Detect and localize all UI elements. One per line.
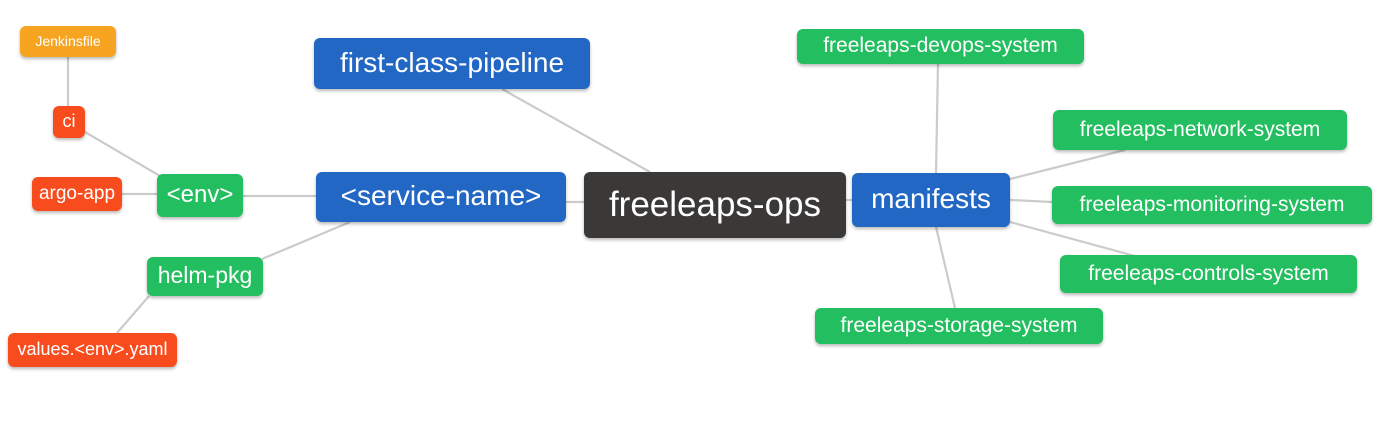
edge-devops-system--manifests [934, 63, 940, 174]
node-label: <env> [166, 180, 234, 208]
node-label: freeleaps-devops-system [823, 34, 1058, 57]
node-service-name[interactable]: <service-name> [316, 172, 566, 222]
edge-first-class-pipeline--freeleaps-ops [501, 88, 651, 173]
node-label: freeleaps-monitoring-system [1079, 192, 1345, 216]
edge-manifests--controls-system [1009, 220, 1136, 258]
node-label: freeleaps-controls-system [1088, 261, 1329, 285]
node-label: first-class-pipeline [339, 46, 565, 78]
node-jenkinsfile[interactable]: Jenkinsfile [20, 26, 116, 57]
node-label: manifests [871, 183, 991, 214]
node-label: freeleaps-ops [608, 184, 822, 224]
node-label: Jenkinsfile [35, 32, 101, 49]
node-network-system[interactable]: freeleaps-network-system [1053, 110, 1347, 150]
node-env[interactable]: <env> [157, 174, 243, 217]
node-storage-system[interactable]: freeleaps-storage-system [815, 308, 1103, 344]
edge-values-env-yaml--helm-pkg [116, 295, 150, 334]
edge-ci--env [84, 131, 161, 177]
edge-manifests--storage-system [934, 226, 957, 309]
node-devops-system[interactable]: freeleaps-devops-system [797, 29, 1084, 64]
edge-manifests--network-system [1009, 148, 1126, 181]
node-label: values.<env>.yaml [17, 339, 168, 359]
node-label: helm-pkg [157, 262, 253, 288]
node-freeleaps-ops[interactable]: freeleaps-ops [584, 172, 846, 238]
edge-manifests--monitoring-system [1009, 198, 1053, 204]
node-argo-app[interactable]: argo-app [32, 177, 122, 211]
node-first-class-pipeline[interactable]: first-class-pipeline [314, 38, 590, 89]
node-helm-pkg[interactable]: helm-pkg [147, 257, 263, 296]
node-label: ci [62, 111, 76, 131]
node-monitoring-system[interactable]: freeleaps-monitoring-system [1052, 186, 1372, 224]
node-ci[interactable]: ci [53, 106, 85, 138]
node-label: freeleaps-storage-system [840, 313, 1078, 337]
node-label: freeleaps-network-system [1079, 117, 1321, 141]
edge-helm-pkg--service-name [261, 220, 351, 261]
node-controls-system[interactable]: freeleaps-controls-system [1060, 255, 1357, 293]
node-manifests[interactable]: manifests [852, 173, 1010, 227]
node-values-env-yaml[interactable]: values.<env>.yaml [8, 333, 177, 367]
node-label: argo-app [38, 182, 116, 204]
node-label: <service-name> [340, 180, 542, 211]
